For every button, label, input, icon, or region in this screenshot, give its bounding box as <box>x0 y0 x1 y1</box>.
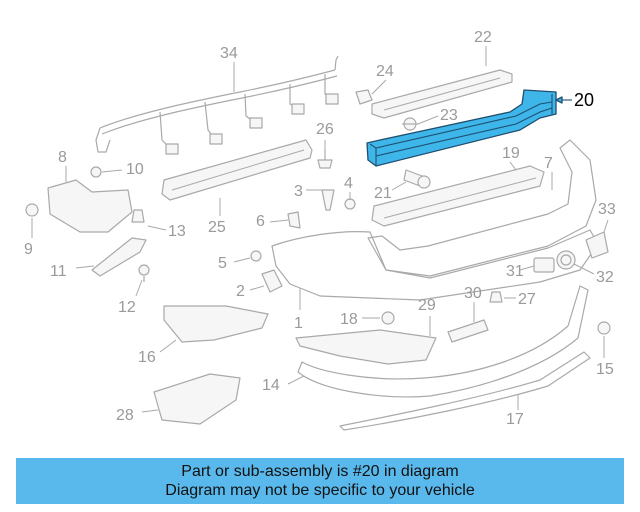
callout-19: 19 <box>502 145 520 162</box>
part-3-push-pin <box>321 189 335 211</box>
callout-4: 4 <box>344 175 353 192</box>
part-31-sensor <box>533 257 555 273</box>
part-13-clip <box>131 209 145 223</box>
part-33-side-bracket <box>585 231 609 259</box>
part-8-side-bracket <box>47 179 133 233</box>
callout-29: 29 <box>418 297 436 314</box>
callout-7: 7 <box>544 155 553 172</box>
part-18-clip <box>381 311 395 325</box>
callout-21: 21 <box>374 185 392 202</box>
callout-12: 12 <box>118 299 136 316</box>
part-32-sensor-ring <box>556 250 576 270</box>
part-34-wiring-harness <box>95 55 339 155</box>
part-10-clip <box>90 166 102 178</box>
callout-26: 26 <box>316 121 334 138</box>
parts-diagram: 34 22 24 23 20 26 3 4 <box>24 29 616 431</box>
part-16-lamp <box>163 305 269 343</box>
callout-33: 33 <box>598 201 616 218</box>
part-26-clip <box>317 150 333 169</box>
part-19-energy-absorber <box>371 165 545 227</box>
callout-1: 1 <box>294 315 303 332</box>
callout-13: 13 <box>168 223 186 240</box>
callout-22: 22 <box>474 29 492 46</box>
callout-24: 24 <box>376 63 394 80</box>
part-27-clip <box>489 291 503 303</box>
part-14-lower-valance <box>297 285 589 398</box>
callout-18: 18 <box>340 311 358 328</box>
part-1-bumper-fascia <box>271 229 599 301</box>
callout-15: 15 <box>596 361 614 378</box>
callout-16: 16 <box>138 349 156 366</box>
callout-14: 14 <box>262 377 280 394</box>
callout-23: 23 <box>440 107 458 124</box>
info-banner: Part or sub-assembly is #20 in diagram D… <box>16 458 624 504</box>
part-25-center-bracket <box>161 139 313 201</box>
callout-31: 31 <box>506 263 524 280</box>
callout-2: 2 <box>236 283 245 300</box>
part-12-bolt <box>138 264 150 282</box>
part-2-bracket <box>261 269 283 293</box>
part-29-lamp-bezel <box>295 329 437 365</box>
callout-10: 10 <box>126 161 144 178</box>
part-21-bolt <box>403 169 431 189</box>
callout-28: 28 <box>116 407 134 424</box>
part-5-pushpin <box>250 250 262 262</box>
callout-20: 20 <box>574 90 594 110</box>
callout-11: 11 <box>50 263 67 280</box>
part-22-upper-trim <box>371 69 513 119</box>
callout-32: 32 <box>596 269 614 286</box>
callout-5: 5 <box>218 255 227 272</box>
callout-25: 25 <box>208 219 226 236</box>
part-4-clip <box>344 198 356 210</box>
part-28-lower-bracket <box>153 373 241 425</box>
part-20-impact-bar-highlighted <box>366 89 557 167</box>
callout-3: 3 <box>294 183 303 200</box>
part-15-bolt <box>597 321 611 335</box>
part-7-bumper-cover <box>367 139 597 277</box>
part-23-fastener <box>402 117 418 131</box>
part-11-mount-bracket <box>91 237 147 277</box>
callout-34: 34 <box>220 45 238 62</box>
part-30-reflector <box>447 319 489 343</box>
part-17-lower-trim <box>339 351 591 431</box>
part-6-grommet <box>287 211 301 229</box>
callout-6: 6 <box>256 213 265 230</box>
callout-8: 8 <box>58 149 67 166</box>
banner-line-part: Part or sub-assembly is #20 in diagram <box>181 463 459 480</box>
part-24-clip <box>355 89 373 105</box>
callout-27: 27 <box>518 291 536 308</box>
banner-line-disclaimer: Diagram may not be specific to your vehi… <box>165 482 475 499</box>
callout-30: 30 <box>464 285 482 302</box>
callout-17: 17 <box>506 411 524 428</box>
part-9-pushpin <box>25 203 39 217</box>
callout-9: 9 <box>24 241 33 258</box>
